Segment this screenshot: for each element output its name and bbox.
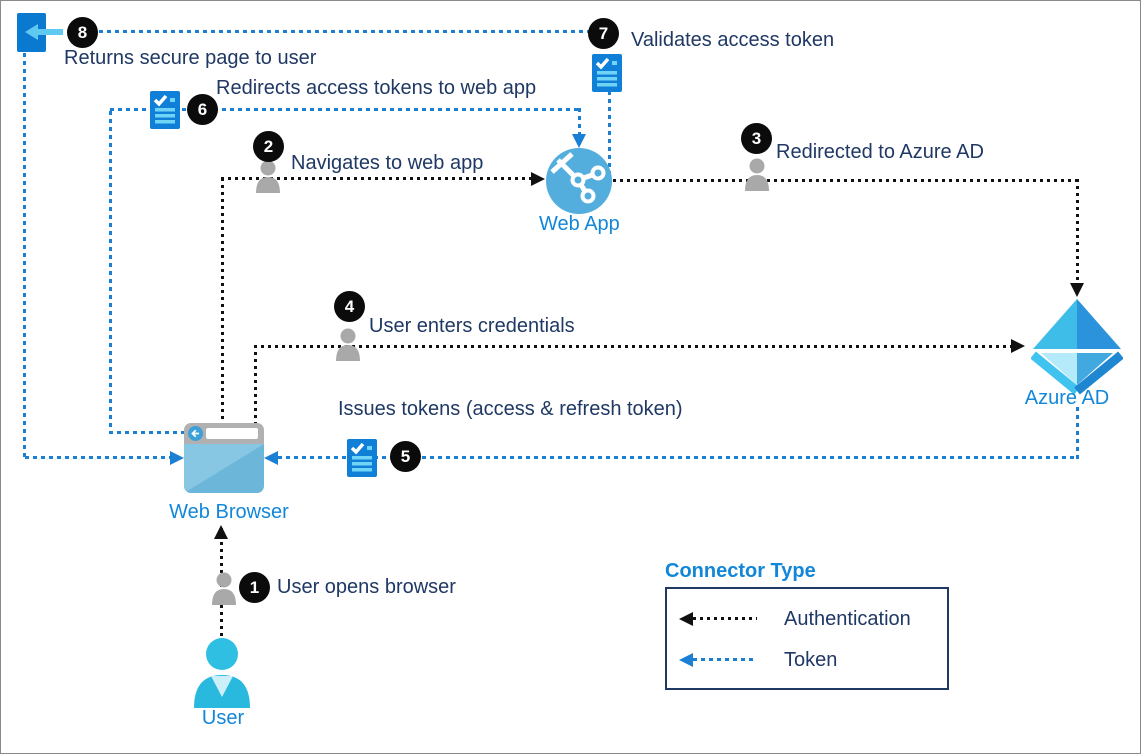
arrowhead-into-browser-left bbox=[170, 451, 184, 465]
user-silhouette-icon bbox=[336, 328, 360, 361]
arrowhead-into-browser-right bbox=[264, 451, 278, 465]
token-icon bbox=[592, 54, 622, 92]
user-silhouette-icon bbox=[212, 572, 236, 605]
web-browser-label: Web Browser bbox=[169, 501, 289, 523]
step-text-2: Navigates to web app bbox=[291, 152, 484, 174]
back-arrow-icon bbox=[188, 426, 203, 441]
step-badge-6: 6 bbox=[187, 94, 218, 125]
step-badge-8: 8 bbox=[67, 17, 98, 48]
browser-body bbox=[184, 444, 264, 493]
arrow-left-icon bbox=[25, 24, 63, 40]
legend-title: Connector Type bbox=[665, 560, 816, 582]
step-text-7: Validates access token bbox=[631, 29, 835, 51]
step-text-8: Returns secure page to user bbox=[64, 47, 317, 69]
legend-authentication-arrowhead bbox=[679, 612, 693, 626]
globe-network-icon bbox=[546, 148, 612, 214]
token-icon bbox=[150, 91, 180, 129]
step-badge-2: 2 bbox=[253, 131, 284, 162]
legend-box bbox=[665, 587, 949, 690]
connector-step6-top bbox=[110, 108, 581, 111]
user-silhouette-icon bbox=[256, 160, 280, 193]
connector-step5-horizontal bbox=[278, 456, 1079, 459]
connector-step5-fromazuread bbox=[1076, 407, 1079, 459]
connector-step8-top bbox=[59, 30, 611, 33]
arrowhead-into-azuread-left bbox=[1011, 339, 1025, 353]
connector-step3-horizontal bbox=[613, 179, 1079, 182]
step-badge-3: 3 bbox=[741, 123, 772, 154]
step-badge-1: 1 bbox=[239, 572, 270, 603]
connector-step8-left bbox=[23, 53, 26, 459]
arrowhead-into-webapp-top bbox=[572, 134, 586, 148]
step-text-4: User enters credentials bbox=[369, 315, 575, 337]
azure-ad-diamond-icon bbox=[1031, 299, 1123, 395]
legend-token-arrowhead bbox=[679, 653, 693, 667]
person-icon bbox=[194, 638, 250, 708]
connector-step6-frombrowser bbox=[109, 431, 187, 434]
token-icon bbox=[347, 439, 377, 477]
connector-step2-horizontal bbox=[221, 177, 531, 180]
step-text-6: Redirects access tokens to web app bbox=[216, 77, 537, 99]
azure-ad-label: Azure AD bbox=[1024, 387, 1110, 409]
browser-window-icon bbox=[184, 423, 264, 493]
arrowhead-into-browser-bottom bbox=[214, 525, 228, 539]
browser-body-highlight bbox=[184, 444, 264, 493]
step-text-5: Issues tokens (access & refresh token) bbox=[338, 398, 683, 420]
step-text-1: User opens browser bbox=[277, 576, 456, 598]
legend-token-label: Token bbox=[784, 649, 838, 671]
connector-step4-horizontal bbox=[254, 345, 1011, 348]
user-silhouette-icon bbox=[745, 158, 769, 191]
connector-step6-drop bbox=[578, 108, 581, 136]
arrowhead-into-azuread-top bbox=[1070, 283, 1084, 297]
connector-step7-vertical bbox=[608, 91, 611, 178]
connector-step3-vertical bbox=[1076, 179, 1079, 284]
step-badge-5: 5 bbox=[390, 441, 421, 472]
step-badge-4: 4 bbox=[334, 291, 365, 322]
legend-token-line bbox=[693, 658, 757, 661]
legend-authentication-label: Authentication bbox=[784, 608, 911, 630]
connector-step2-vertical bbox=[221, 178, 224, 423]
legend-authentication-line bbox=[693, 617, 757, 620]
web-app-label: Web App bbox=[539, 213, 620, 235]
connector-step4-vertical bbox=[254, 345, 257, 423]
connector-step8-bottom bbox=[25, 456, 171, 459]
browser-address-bar bbox=[206, 428, 258, 439]
arrowhead-into-webapp-left bbox=[531, 172, 545, 186]
user-label: User bbox=[201, 707, 245, 729]
step-text-3: Redirected to Azure AD bbox=[776, 141, 984, 163]
connector-step6-leftvertical bbox=[109, 111, 112, 433]
step-badge-7: 7 bbox=[588, 18, 619, 49]
